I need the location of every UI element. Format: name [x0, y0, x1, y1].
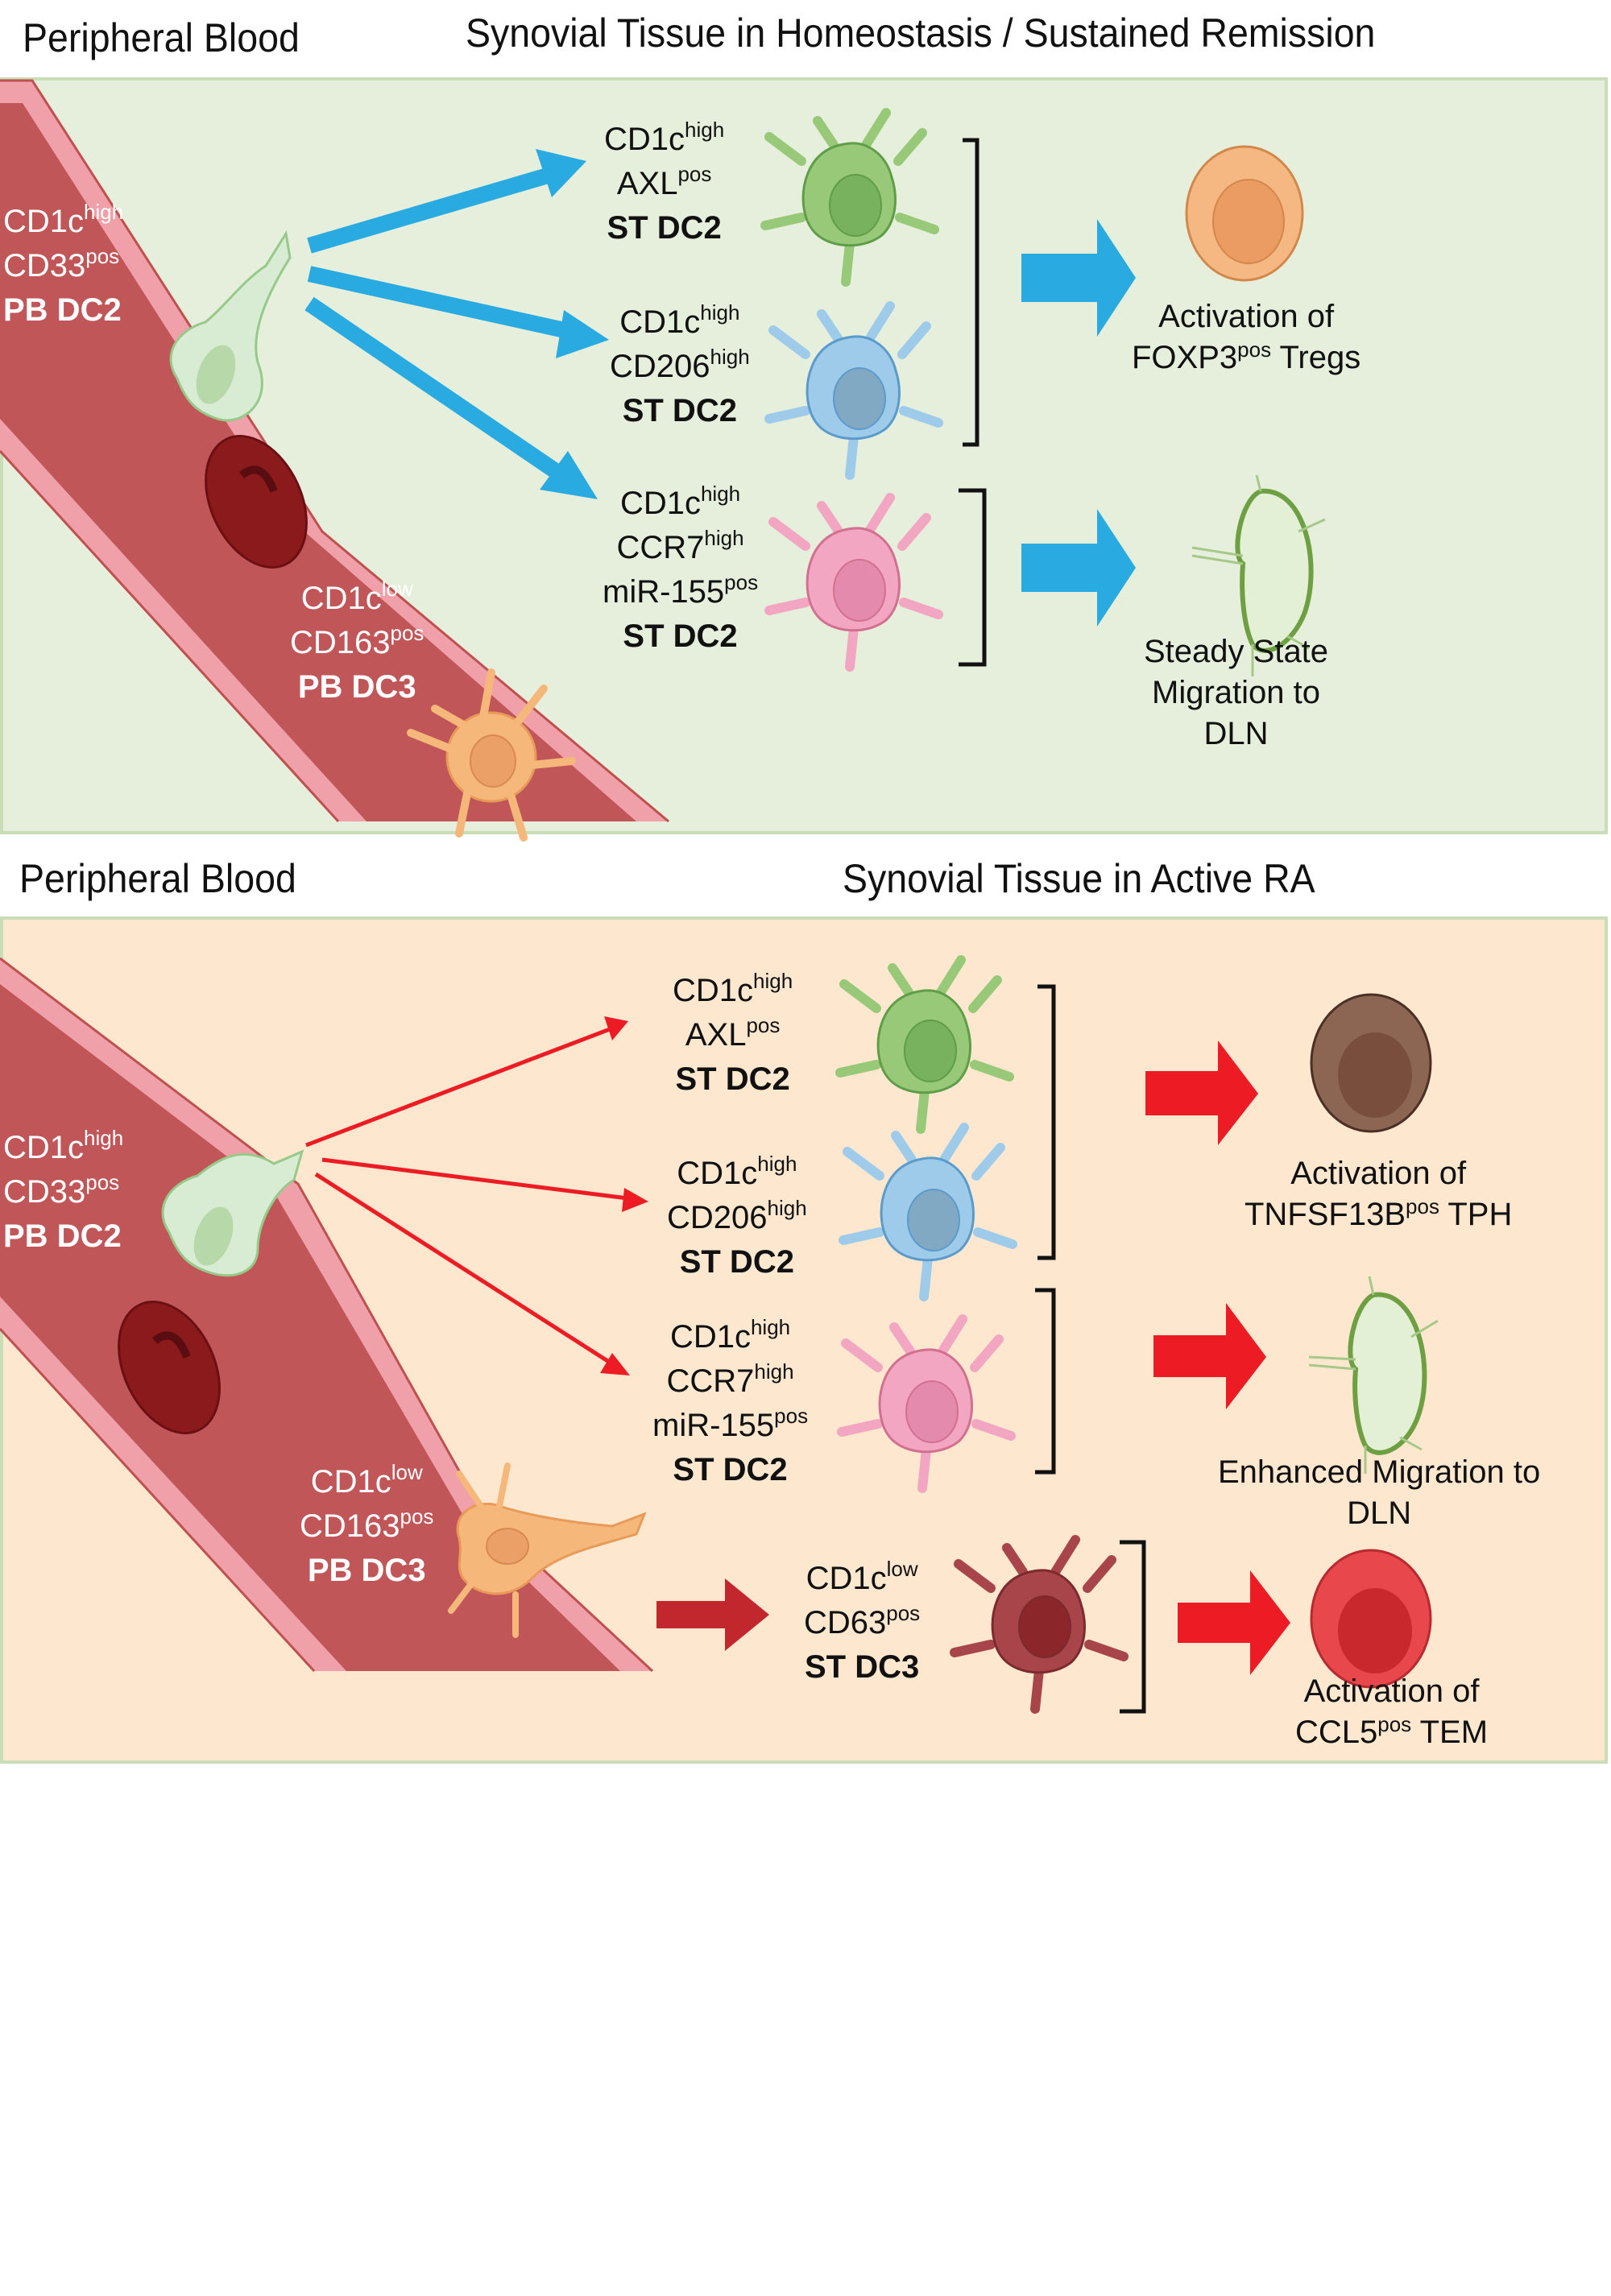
pb-dc2-label-bottom: CD1chigh CD33pos PB DC2 [3, 1126, 124, 1254]
bottom-left-heading: Peripheral Blood [19, 856, 296, 901]
outcome-arrow-dln-bottom [1153, 1303, 1266, 1409]
pb-dc2-cell-icon [169, 230, 292, 422]
pb-dc3-label-bottom: CD1clow CD163pos PB DC3 [300, 1460, 434, 1588]
st-dc2-ccr7-cell-icon [764, 493, 943, 672]
lymph-node-icon [1191, 474, 1326, 676]
top-left-heading: Peripheral Blood [23, 15, 300, 60]
pb-dc3-cell-icon [407, 668, 576, 842]
tph-outcome-label: Activation of TNFSF13Bpos TPH [1244, 1156, 1513, 1232]
st-dc2-cd206-cell-icon [764, 301, 943, 480]
pb-dc3-label-top: CD1clow CD163pos PB DC3 [290, 577, 424, 705]
top-right-heading: Synovial Tissue in Homeostasis / Sustain… [466, 10, 1376, 56]
st-dc3-cell-icon [950, 1535, 1129, 1714]
red-blood-cell-icon [205, 435, 308, 569]
bracket-top-dc2 [959, 138, 987, 667]
dc3-migration-arrow [656, 1578, 769, 1651]
blood-vessel-bottom [0, 957, 654, 1673]
tem-outcome-label: Activation of CCL5pos TEM [1295, 1673, 1489, 1750]
st-dc2-ccr7-label-top: CD1chigh CCR7high miR-155pos ST DC2 [603, 482, 759, 654]
st-dc2-ccr7-cell-icon [837, 1314, 1016, 1493]
pb-dc3-cell-icon [448, 1462, 647, 1638]
st-dc3-label-bottom: CD1clow CD63pos ST DC3 [804, 1557, 921, 1685]
bottom-right-heading: Synovial Tissue in Active RA [843, 856, 1315, 901]
st-dc2-cd206-cell-icon [839, 1123, 1017, 1301]
treg-outcome-label: Activation of FOXP3pos Tregs [1132, 299, 1361, 375]
lymph-node-icon [1308, 1276, 1439, 1474]
st-dc2-axl-cell-icon [835, 955, 1014, 1134]
st-dc2-axl-label-bottom: CD1chigh AXLpos ST DC2 [673, 969, 793, 1097]
st-dc2-axl-cell-icon [760, 108, 939, 287]
tem-cell-icon [1310, 1549, 1432, 1689]
outcome-arrow-tph [1145, 1040, 1258, 1145]
st-dc2-cd206-label-bottom: CD1chigh CD206high ST DC2 [667, 1152, 807, 1280]
migration-arrows-bottom [305, 1016, 648, 1376]
pb-dc2-label-top: CD1chigh CD33pos PB DC2 [3, 200, 124, 328]
migration-arrows-top [304, 149, 609, 499]
st-dc2-axl-label-top: CD1chigh AXLpos ST DC2 [604, 118, 725, 246]
tph-cell-icon [1310, 993, 1432, 1133]
dln-outcome-label-top: Steady State Migration to DLN [1144, 634, 1329, 751]
bracket-bottom [1035, 984, 1146, 1714]
outcome-arrow-dln-top [1021, 509, 1136, 627]
treg-cell-icon [1185, 145, 1304, 282]
red-blood-cell-icon [118, 1301, 221, 1434]
st-dc2-ccr7-label-bottom: CD1chigh CCR7high miR-155pos ST DC2 [652, 1315, 809, 1487]
blood-vessel-top [0, 79, 669, 823]
outcome-arrow-treg [1021, 219, 1136, 337]
dln-outcome-label-bottom: Enhanced Migration to DLN [1218, 1454, 1541, 1531]
st-dc2-cd206-label-top: CD1chigh CD206high ST DC2 [610, 300, 750, 428]
outcome-arrow-tem [1178, 1570, 1290, 1675]
pb-dc2-cell-icon [161, 1149, 304, 1277]
